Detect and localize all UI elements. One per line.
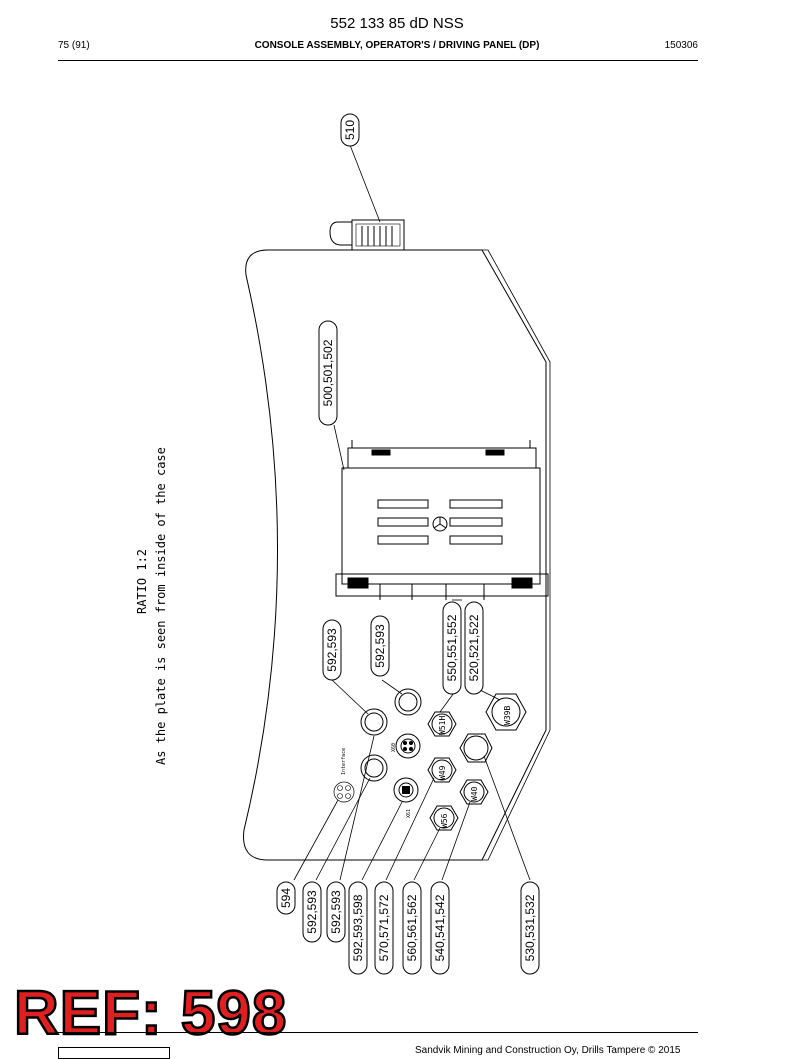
label-w51h: W51H bbox=[438, 716, 447, 735]
leader-lines bbox=[293, 144, 531, 881]
connector-x61 bbox=[393, 777, 419, 803]
gland-w51h bbox=[427, 711, 457, 737]
page-title: CONSOLE ASSEMBLY, OPERATOR'S / DRIVING P… bbox=[254, 40, 540, 51]
callout-594: 594 bbox=[279, 888, 293, 908]
panel-inner-edge bbox=[482, 249, 551, 861]
callout-540: 540,541,542 bbox=[433, 894, 447, 961]
blind-plug-large bbox=[459, 733, 493, 763]
connector-510 bbox=[329, 219, 405, 251]
reference-stamp: REF: 598 bbox=[13, 979, 288, 1048]
callout-592-a: 592,593 bbox=[325, 628, 339, 672]
display-module bbox=[335, 440, 549, 600]
callout-510: 510 bbox=[343, 120, 357, 140]
blind-plug-3 bbox=[360, 754, 388, 782]
panel-outline bbox=[243, 249, 547, 861]
label-w56: W56 bbox=[440, 813, 449, 828]
footer-rule bbox=[58, 1032, 698, 1033]
gland-w39b bbox=[485, 693, 527, 731]
drawing-note: As the plate is seen from inside of the … bbox=[154, 447, 168, 765]
callout-592-e: 592,593,598 bbox=[351, 894, 365, 961]
label-w49: W49 bbox=[438, 765, 447, 780]
callout-550: 550,551,552 bbox=[445, 614, 459, 681]
connector-x60 bbox=[395, 733, 421, 759]
callout-570: 570,571,572 bbox=[377, 894, 391, 961]
label-x61: X61 bbox=[406, 809, 412, 818]
callout-592-d: 592,593 bbox=[329, 890, 343, 934]
gland-w49 bbox=[427, 757, 457, 783]
company-logo bbox=[58, 1047, 170, 1059]
label-w39b: W39B bbox=[503, 706, 512, 725]
document-number: 552 133 85 dD NSS bbox=[330, 15, 464, 32]
label-interface: Interface bbox=[341, 748, 347, 775]
copyright-text: Sandvik Mining and Construction Oy, Dril… bbox=[415, 1045, 681, 1056]
gland-w40 bbox=[459, 779, 489, 805]
label-w40: W40 bbox=[470, 786, 479, 801]
header-rule bbox=[58, 60, 698, 61]
callout-560: 560,561,562 bbox=[405, 894, 419, 961]
callout-592-b: 592,593 bbox=[373, 624, 387, 668]
interface-symbol bbox=[333, 781, 355, 803]
callout-500: 500,501,502 bbox=[321, 339, 335, 406]
gland-w56 bbox=[429, 805, 459, 831]
ratio-label: RATIO 1:2 bbox=[135, 549, 149, 614]
callout-520: 520,521,522 bbox=[467, 614, 481, 681]
callout-530: 530,531,532 bbox=[523, 894, 537, 961]
blind-plug-2 bbox=[394, 688, 422, 716]
callout-592-c: 592,593 bbox=[305, 890, 319, 934]
page-number: 75 (91) bbox=[58, 40, 90, 51]
document-date: 150306 bbox=[664, 40, 698, 51]
blind-plug-1 bbox=[360, 708, 388, 736]
label-x60: X60 bbox=[391, 743, 397, 752]
